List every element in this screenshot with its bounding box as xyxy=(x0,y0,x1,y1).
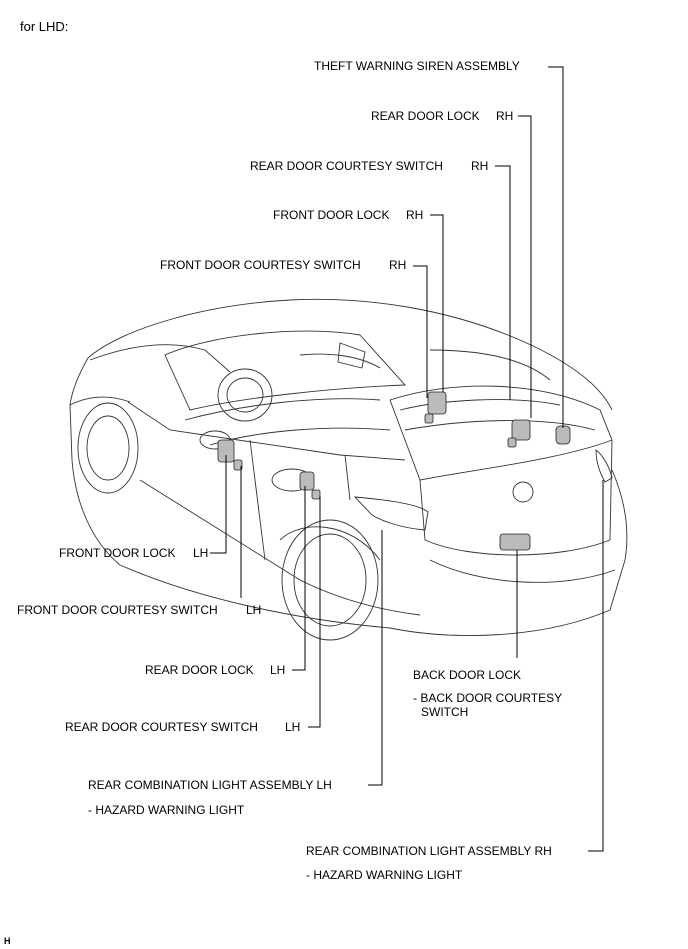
back-door-lock-part xyxy=(499,533,531,551)
label-rear-combination-light-rh: REAR COMBINATION LIGHT ASSEMBLY RH xyxy=(306,844,552,858)
label-back-door-courtesy-switch: SWITCH xyxy=(421,705,469,719)
label-back-door-courtesy: - BACK DOOR COURTESY xyxy=(413,691,563,705)
label-lh-front-door-courtesy: LH xyxy=(246,603,262,617)
label-hazard-warning-light-lh: - HAZARD WARNING LIGHT xyxy=(88,803,245,817)
front-door-lock-rh-part xyxy=(427,391,447,415)
components xyxy=(217,391,571,551)
label-front-door-lock-rh: FRONT DOOR LOCK xyxy=(273,208,390,222)
label-rh-front-door-lock: RH xyxy=(406,208,424,222)
rear-door-lock-lh-part xyxy=(299,471,315,491)
label-rh-rear-door-lock: RH xyxy=(496,109,514,123)
label-rh-rear-door-courtesy: RH xyxy=(471,159,489,173)
label-rear-door-lock-rh: REAR DOOR LOCK xyxy=(371,109,480,123)
page-header: for LHD: xyxy=(20,19,69,34)
label-front-door-courtesy-switch-lh: FRONT DOOR COURTESY SWITCH xyxy=(17,603,218,617)
figure-code: H xyxy=(4,936,11,946)
label-rear-door-lock-lh: REAR DOOR LOCK xyxy=(145,663,254,677)
label-rear-door-courtesy-switch-rh: REAR DOOR COURTESY SWITCH xyxy=(250,159,443,173)
label-back-door-lock: BACK DOOR LOCK xyxy=(413,668,522,682)
label-theft-warning-siren: THEFT WARNING SIREN ASSEMBLY xyxy=(314,59,520,73)
label-rear-combination-light-lh: REAR COMBINATION LIGHT ASSEMBLY LH xyxy=(88,778,332,792)
label-rear-door-courtesy-switch-lh: REAR DOOR COURTESY SWITCH xyxy=(65,720,258,734)
label-lh-rear-door-courtesy: LH xyxy=(285,720,301,734)
label-hazard-warning-light-rh: - HAZARD WARNING LIGHT xyxy=(306,868,463,882)
rear-door-lock-rh-part xyxy=(511,419,531,441)
theft-warning-siren-part xyxy=(555,425,571,445)
label-front-door-lock-lh: FRONT DOOR LOCK xyxy=(59,546,176,560)
label-front-door-courtesy-switch-rh: FRONT DOOR COURTESY SWITCH xyxy=(160,258,361,272)
front-door-courtesy-switch-lh-part xyxy=(233,459,243,471)
label-lh-rear-door-lock: LH xyxy=(270,663,286,677)
leader-lines xyxy=(210,66,604,852)
vehicle-outline xyxy=(69,298,628,641)
rear-door-courtesy-switch-rh-part xyxy=(507,437,517,448)
label-lh-front-door-lock: LH xyxy=(193,546,209,560)
front-door-courtesy-switch-rh-part xyxy=(424,413,434,424)
rear-door-courtesy-switch-lh-part xyxy=(311,489,321,500)
label-rh-front-door-courtesy: RH xyxy=(389,258,407,272)
